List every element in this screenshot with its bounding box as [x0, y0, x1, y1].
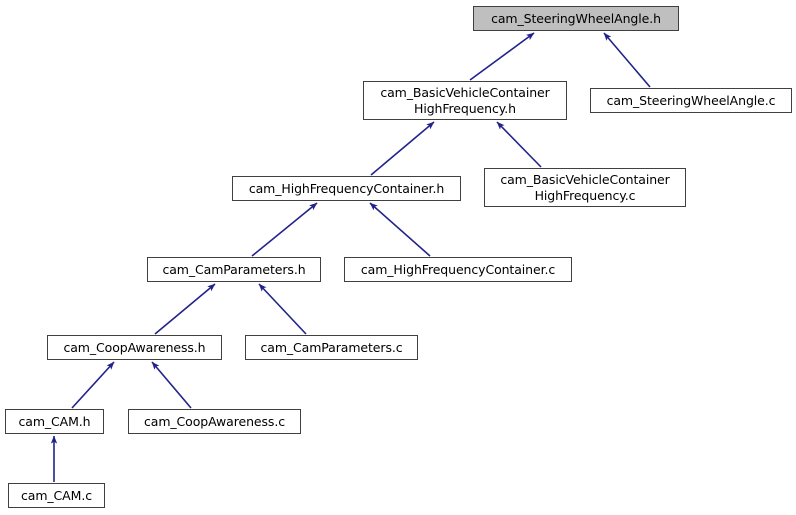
graph-edge-camparameters_c-to-camparameters_h [258, 283, 307, 335]
graph-node-steeringwheelangle_c[interactable]: cam_SteeringWheelAngle.c [590, 88, 792, 113]
graph-edge-coopawareness_c-to-coopawareness_h [151, 361, 192, 409]
graph-node-camparameters_c[interactable]: cam_CamParameters.c [245, 335, 418, 360]
graph-node-coopawareness_c[interactable]: cam_CoopAwareness.c [128, 409, 301, 434]
graph-node-label: cam_SteeringWheelAngle.h [491, 10, 661, 26]
graph-node-highfrequencycontainer_h[interactable]: cam_HighFrequencyContainer.h [232, 176, 461, 201]
graph-edge-camparameters_h-to-highfrequencycontainer_h [251, 202, 318, 257]
graph-node-label: cam_CAM.c [21, 487, 92, 503]
graph-node-label: cam_CoopAwareness.h [63, 339, 206, 355]
graph-edge-highfrequencycontainer_c-to-highfrequencycontainer_h [369, 202, 431, 257]
graph-node-cam_h[interactable]: cam_CAM.h [5, 409, 104, 434]
graph-node-label: cam_CamParameters.h [162, 261, 306, 277]
graph-node-label: cam_CamParameters.c [260, 339, 403, 355]
graph-node-label: cam_CoopAwareness.c [144, 413, 285, 429]
graph-node-basicvehiclecontainerhighfrequency_h[interactable]: cam_BasicVehicleContainer HighFrequency.… [363, 81, 567, 120]
graph-edge-basicvehiclecontainerhighfrequency_c-to-basicvehiclecontainerhighfrequency_h [496, 121, 542, 168]
graph-edge-basicvehiclecontainerhighfrequency_h-to-steeringwheelangle_h [469, 32, 535, 81]
graph-node-coopawareness_h[interactable]: cam_CoopAwareness.h [47, 335, 222, 360]
graph-node-label: cam_BasicVehicleContainer HighFrequency.… [380, 85, 550, 116]
graph-node-label: cam_HighFrequencyContainer.h [248, 180, 445, 196]
graph-node-camparameters_h[interactable]: cam_CamParameters.h [147, 257, 321, 282]
graph-node-highfrequencycontainer_c[interactable]: cam_HighFrequencyContainer.c [344, 257, 572, 282]
graph-node-label: cam_SteeringWheelAngle.c [606, 92, 776, 108]
graph-node-basicvehiclecontainerhighfrequency_c[interactable]: cam_BasicVehicleContainer HighFrequency.… [484, 168, 686, 207]
graph-node-steeringwheelangle_h[interactable]: cam_SteeringWheelAngle.h [473, 6, 679, 31]
graph-node-cam_c[interactable]: cam_CAM.c [8, 483, 105, 508]
graph-node-label: cam_BasicVehicleContainer HighFrequency.… [500, 172, 670, 203]
graph-edge-coopawareness_h-to-camparameters_h [154, 283, 216, 335]
graph-node-label: cam_CAM.h [18, 413, 91, 429]
graph-edge-cam_h-to-coopawareness_h [71, 361, 115, 409]
graph-edge-highfrequencycontainer_h-to-basicvehiclecontainerhighfrequency_h [370, 121, 435, 176]
graph-edge-steeringwheelangle_c-to-steeringwheelangle_h [603, 32, 651, 88]
graph-node-label: cam_HighFrequencyContainer.c [360, 261, 556, 277]
